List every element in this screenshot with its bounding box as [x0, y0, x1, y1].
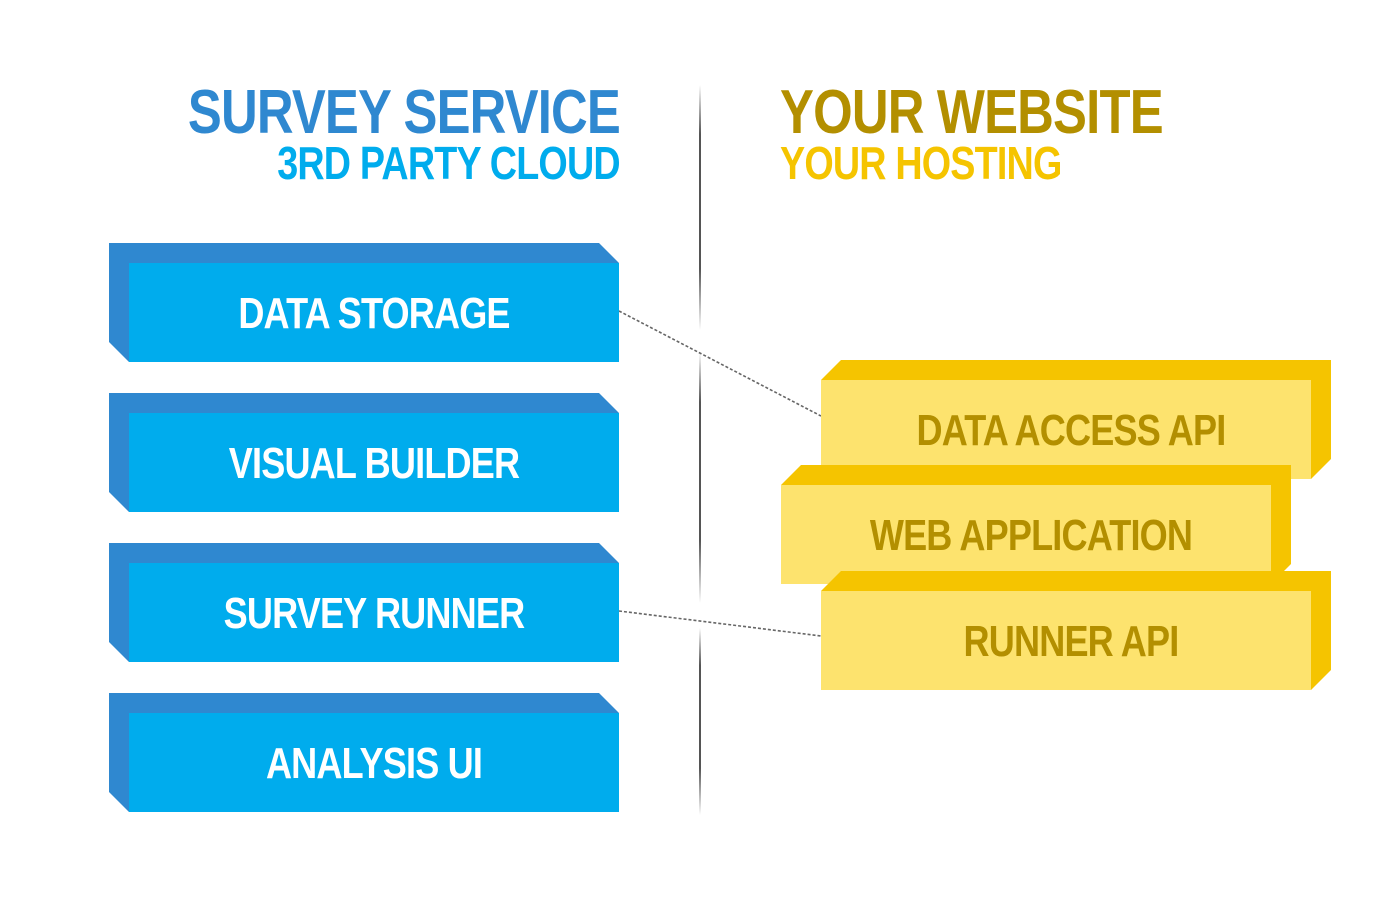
block-front-face [129, 413, 619, 512]
divider-segment [699, 352, 701, 603]
block-label: DATA STORAGE [238, 289, 509, 338]
block-survey-runner[interactable]: SURVEY RUNNER [109, 543, 619, 662]
your-website-title: YOUR WEBSITE [780, 78, 1164, 147]
block-label: VISUAL BUILDER [229, 439, 520, 488]
connector-survey-runner-to-runner-api [618, 610, 822, 637]
survey-service-title: SURVEY SERVICE [187, 78, 621, 147]
divider-segment [699, 628, 701, 815]
your-website-blocks: DATA ACCESS API WEB APPLICATION RUNNER API [781, 360, 1331, 690]
block-front-face [129, 263, 619, 362]
block-front-face [821, 591, 1311, 690]
connector-data-storage-to-data-access-api [618, 310, 822, 417]
block-front-face [781, 485, 1271, 584]
block-label: WEB APPLICATION [870, 511, 1192, 560]
block-visual-builder[interactable]: VISUAL BUILDER [109, 393, 619, 512]
block-front-face [129, 563, 619, 662]
block-front-face [821, 380, 1311, 479]
divider-segment [699, 85, 701, 330]
block-web-application[interactable]: WEB APPLICATION [781, 465, 1291, 584]
block-front-face [129, 713, 619, 812]
block-label: DATA ACCESS API [917, 406, 1226, 455]
block-runner-api[interactable]: RUNNER API [821, 571, 1331, 690]
block-data-access-api[interactable]: DATA ACCESS API [821, 360, 1331, 479]
block-data-storage[interactable]: DATA STORAGE [109, 243, 619, 362]
block-analysis-ui[interactable]: ANALYSIS UI [109, 693, 619, 812]
survey-service-blocks: DATA STORAGE VISUAL BUILDER SURVEY RUNNER A… [109, 243, 619, 812]
block-label: SURVEY RUNNER [224, 589, 525, 638]
block-label: RUNNER API [964, 617, 1179, 666]
your-hosting-subtitle: YOUR HOSTING [780, 137, 1062, 189]
third-party-cloud-subtitle: 3RD PARTY CLOUD [277, 137, 620, 189]
block-label: ANALYSIS UI [266, 739, 482, 788]
connectors [618, 310, 822, 637]
column-divider [699, 85, 701, 815]
